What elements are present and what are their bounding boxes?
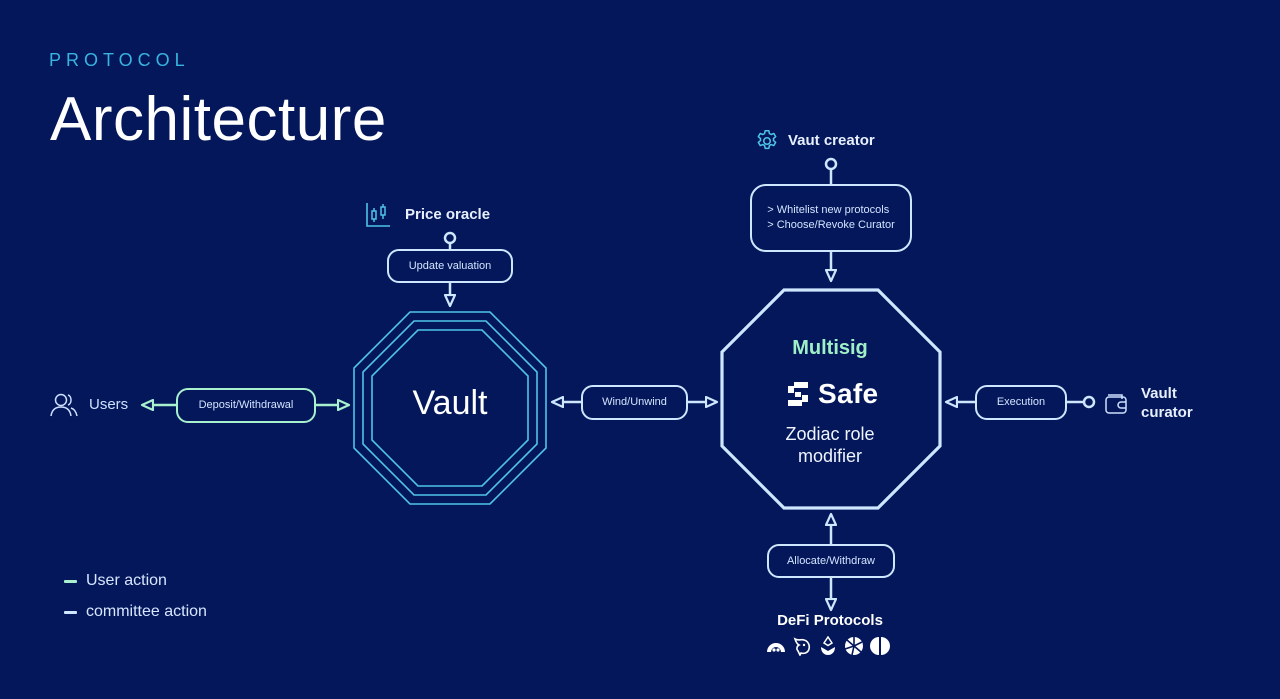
candlestick-chart-icon [366, 203, 390, 227]
curator-line-1: Vault [1141, 385, 1177, 402]
gear-icon [757, 129, 777, 150]
lido-icon [818, 635, 838, 656]
creator-action-curator: > Choose/Revoke Curator [767, 219, 895, 231]
creator-actions-edge-label: > Whitelist new protocols > Choose/Revok… [750, 184, 912, 252]
uniswap-icon [792, 636, 812, 657]
morpho-icon [766, 636, 786, 656]
defi-protocol-icons [766, 635, 890, 657]
vault-octagon[interactable] [353, 311, 547, 505]
users-icon [50, 393, 78, 417]
deposit-withdrawal-edge-label: Deposit/Withdrawal [176, 388, 316, 423]
legend-label-committee: committee action [86, 603, 207, 620]
vault-curator-label: Vault curator [1141, 384, 1193, 422]
allocate-withdraw-edge-label: Allocate/Withdraw [767, 544, 895, 578]
creator-action-whitelist: > Whitelist new protocols [767, 204, 890, 216]
section-eyebrow: PROTOCOL [49, 50, 190, 70]
execution-edge-label: Execution [975, 385, 1067, 420]
safe-logo-icon [788, 382, 808, 406]
safe-logo: Safe [784, 378, 878, 410]
legend-swatch-user [64, 579, 77, 583]
source-port [1082, 395, 1096, 409]
edge-curator-to-multisig [946, 395, 1096, 409]
aave-icon [870, 636, 890, 656]
price-oracle-label: Price oracle [405, 206, 491, 223]
zodiac-line-1: Zodiac role [785, 424, 875, 444]
page-title: Architecture [50, 85, 387, 154]
safe-brand-text: Safe [818, 378, 879, 409]
legend-item-committee-action: committee action [64, 603, 207, 621]
multisig-title: Multisig [792, 337, 868, 359]
users-label: Users [89, 396, 129, 413]
wind-unwind-edge-label: Wind/Unwind [581, 385, 688, 420]
legend-item-user-action: User action [64, 572, 167, 590]
legend-label-user: User action [86, 572, 167, 589]
source-port [443, 231, 457, 245]
zodiac-role-modifier-label: Zodiac role modifier [740, 423, 920, 467]
update-valuation-edge-label: Update valuation [387, 249, 513, 283]
pendle-icon [844, 636, 864, 656]
vault-creator-label: Vaut creator [788, 132, 875, 149]
wallet-icon [1105, 394, 1127, 414]
edge-creator-to-multisig [824, 157, 838, 281]
source-port [824, 157, 838, 171]
curator-line-2: curator [1141, 404, 1193, 421]
legend-swatch-committee [64, 610, 77, 614]
defi-protocols-label: DeFi Protocols [777, 612, 883, 629]
zodiac-line-2: modifier [797, 446, 863, 466]
vault-label: Vault [412, 384, 488, 422]
multisig-octagon[interactable] [720, 288, 942, 510]
